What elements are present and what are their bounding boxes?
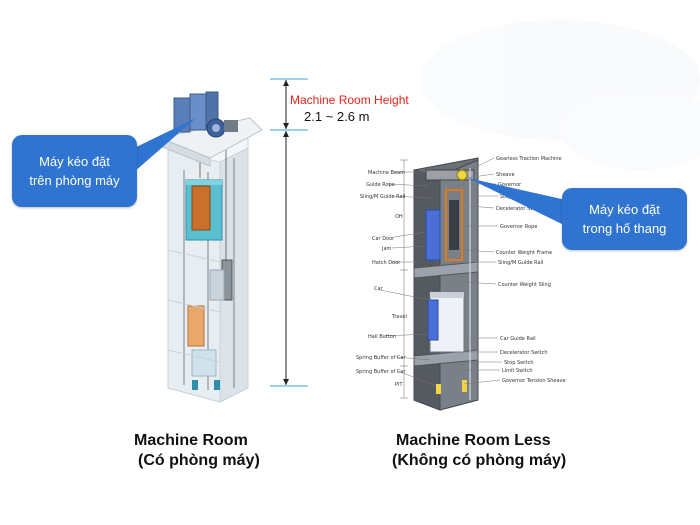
mrl-label-car-guide-rail: Car Guide Rail	[500, 336, 536, 342]
mrl-label-governor-rope: Governor Rope	[500, 224, 537, 230]
mrl-dim-oh: OH	[395, 214, 403, 220]
mrl-label-decelerator-switch-bottom: Decelerator Switch	[500, 350, 548, 356]
mrl-left-labels	[379, 171, 437, 387]
mrl-label-governor: Governor	[498, 182, 522, 188]
mrl-label-car-door: Car Door	[372, 236, 395, 242]
mrl-dim-pit: PIT	[395, 382, 403, 388]
mrl-label-spring-buffer-1: Spring Buffer of Car	[356, 355, 406, 361]
caption-machine-room-less-vi: (Không có phòng máy)	[392, 452, 567, 469]
mrl-label-sheave: Sheave	[496, 172, 515, 178]
left-callout-pointer	[130, 118, 196, 172]
mrl-label-counterweight-frame: Counter Weight Frame	[496, 250, 552, 256]
mrl-label-governor-tension-sheave: Governor Tension Sheave	[502, 378, 566, 384]
mrl-label-hall-button: Hall Button	[368, 334, 396, 340]
mrl-label-decelerator-switch-top: Decelerator Switch	[496, 206, 544, 212]
mrl-label-guide-rail: Sling/M Guide Rail	[360, 194, 405, 200]
right-callout-line2: trong hố thang	[582, 221, 667, 236]
mrl-label-guide-rail-right: Sling/M Guide Rail	[498, 260, 543, 266]
mrl-label-hatch-door: Hatch Door	[372, 260, 401, 266]
mrl-label-machine-beam: Machine Beam	[368, 170, 405, 176]
left-callout-line2: trên phòng máy	[29, 173, 120, 188]
mrl-label-stop-switch-bottom: Stop Switch	[504, 360, 534, 366]
machine-room-height-value: 2.1 ~ 2.6 m	[304, 109, 370, 124]
caption-machine-room-vi: (Có phòng máy)	[138, 452, 260, 469]
mrl-label-car: Car	[374, 286, 384, 292]
right-callout-pointer	[468, 178, 566, 226]
mrl-label-guide-rope: Guide Rope	[366, 182, 395, 188]
mrl-label-spring-buffer-2: Spring Buffer of Car	[356, 369, 406, 375]
right-callout-line1: Máy kéo đặt	[589, 202, 660, 217]
machine-room-height-label: Machine Room Height	[290, 93, 409, 107]
left-callout: Máy kéo đặt trên phòng máy	[12, 135, 137, 207]
mrl-label-counterweight-sling: Counter Weight Sling	[498, 282, 551, 288]
caption-machine-room: Machine Room	[134, 432, 248, 449]
machine-room-elevator-illustration	[158, 91, 263, 403]
mrl-right-labels	[461, 157, 502, 385]
left-callout-line1: Máy kéo đặt	[39, 154, 110, 169]
mrl-label-limit-switch: Limit Switch	[502, 368, 533, 374]
height-dimension	[270, 78, 308, 387]
right-callout: Máy kéo đặt trong hố thang	[562, 188, 687, 250]
mrl-dim-travel: Travel	[391, 314, 407, 320]
mrl-label-traction-machine: Gearless Traction Machine	[496, 156, 562, 162]
machine-room-less-illustration	[413, 157, 479, 411]
mrl-label-jam: Jam	[381, 246, 392, 252]
caption-machine-room-less: Machine Room Less	[396, 432, 551, 449]
mrl-dimension-lines	[400, 159, 408, 399]
background-decoration	[420, 20, 700, 170]
